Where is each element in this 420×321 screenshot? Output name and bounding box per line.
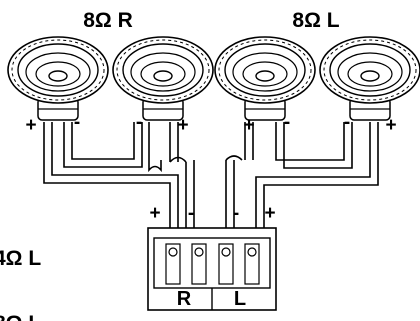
terminal-screw-icon [168, 247, 178, 257]
speaker-frame [319, 36, 420, 104]
speaker-surround [122, 43, 204, 97]
speaker-frame [214, 36, 316, 104]
wire-speaker-2-positive [148, 160, 162, 173]
wire-left-negative-bridge [283, 122, 353, 169]
speaker-cone-inner [242, 61, 288, 87]
speaker-frame-edge [323, 39, 417, 101]
speaker-cone-inner [35, 61, 81, 87]
wire-speaker-4-positive [263, 122, 379, 240]
speaker-dust-cap [360, 70, 380, 82]
speaker-4-negative-label: - [344, 112, 350, 133]
speaker-1-positive-label: + [25, 115, 36, 136]
left-pair-label: 8Ω L [292, 9, 339, 32]
wire-left-negative-drop [225, 155, 243, 161]
terminal-3 [218, 243, 234, 285]
speaker-cone [337, 52, 403, 92]
speaker-3-positive-label: + [243, 115, 254, 136]
terminal-2 [191, 243, 207, 285]
speaker-dust-cap [153, 70, 173, 82]
side-label-8ohm: 8Ω L [0, 312, 41, 321]
terminal-screw-icon [221, 247, 231, 257]
wire-speaker-1-positive [43, 122, 171, 240]
terminal-screw-icon [194, 247, 204, 257]
amplifier-terminal-block: R L [147, 227, 277, 311]
speaker-3-negative-label: - [284, 112, 290, 133]
wiring [43, 122, 379, 240]
speaker-4 [319, 36, 420, 121]
wire-speaker-1-positive [51, 122, 179, 240]
speaker-frame [7, 36, 109, 104]
wire-speaker-4-positive [255, 122, 371, 240]
speaker-frame-edge [218, 39, 312, 101]
speaker-3 [214, 36, 316, 121]
side-label-4ohm: 4Ω L [0, 247, 41, 270]
speaker-cone [25, 52, 91, 92]
speaker-surround [224, 43, 306, 97]
amp-terminal-1-sign: + [149, 203, 160, 224]
channel-l-label: L [234, 288, 246, 310]
wire-left-negative-bridge [275, 122, 345, 161]
right-pair-label: 8Ω R [83, 9, 133, 32]
speaker-2 [112, 36, 214, 121]
speaker-2-negative-label: - [136, 112, 142, 133]
speaker-cone [232, 52, 298, 92]
speaker-frame-edge [11, 39, 105, 101]
speaker-2-positive-label: + [177, 115, 188, 136]
terminal-4 [244, 243, 260, 285]
terminal-screw-icon [247, 247, 257, 257]
speaker-frame [112, 36, 214, 104]
wire-right-negative-bridge [71, 122, 135, 160]
speaker-cone-inner [347, 61, 393, 87]
speaker-dust-cap [255, 70, 275, 82]
amp-terminal-4-sign: + [264, 203, 275, 224]
amp-terminal-2-sign: - [188, 203, 194, 224]
speaker-surround [329, 43, 411, 97]
speaker-1 [7, 36, 109, 121]
speaker-cone-inner [140, 61, 186, 87]
amp-terminal-3-sign: - [233, 203, 239, 224]
channel-r-label: R [177, 288, 192, 310]
speaker-4-positive-label: + [385, 115, 396, 136]
speaker-frame-edge [116, 39, 210, 101]
speaker-dust-cap [48, 70, 68, 82]
wire-right-negative-bridge [63, 122, 143, 168]
speaker-cone [130, 52, 196, 92]
speaker-surround [17, 43, 99, 97]
terminal-1 [165, 243, 181, 285]
speaker-1-negative-label: - [74, 112, 80, 133]
